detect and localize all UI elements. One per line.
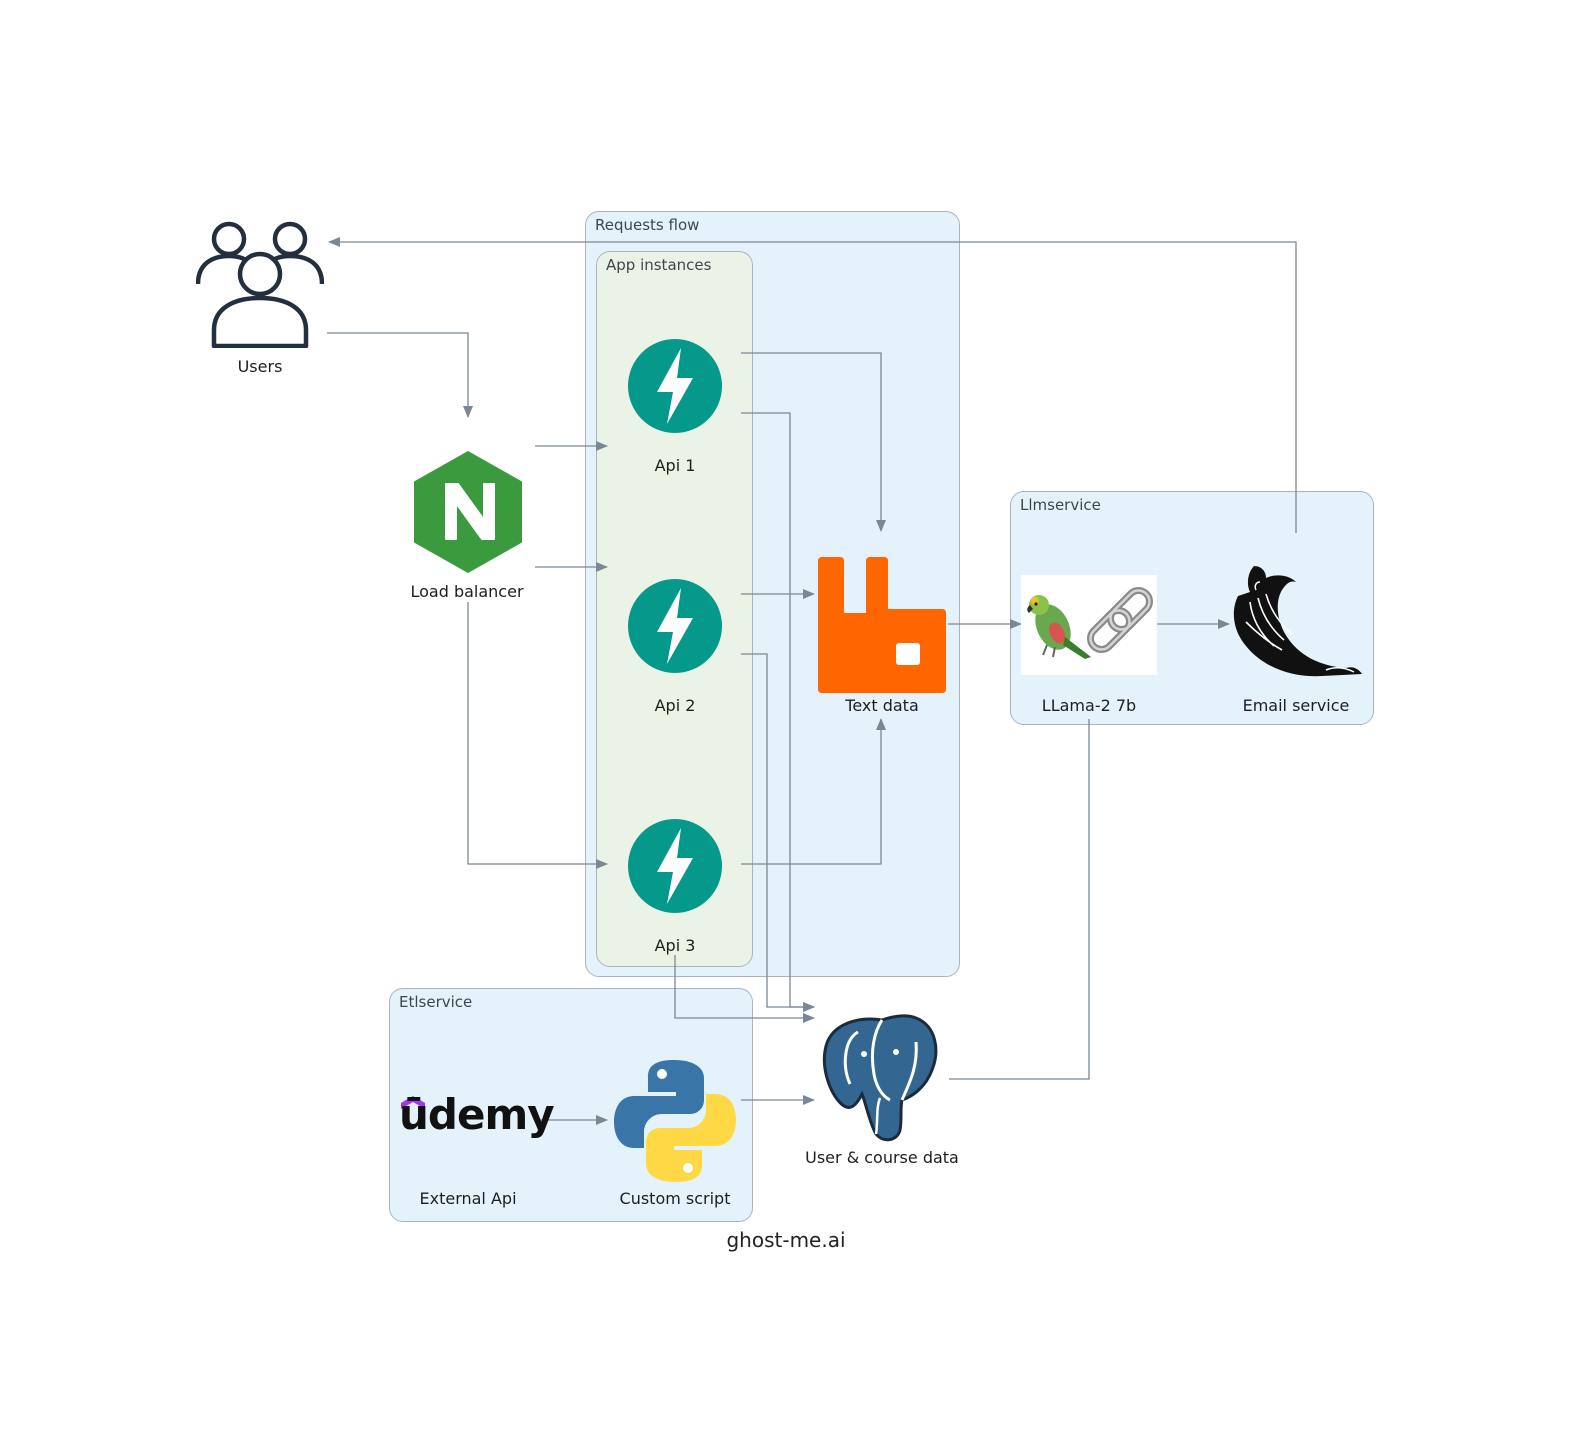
python-icon xyxy=(614,1060,736,1182)
edge-api1-to-textdata xyxy=(741,352,886,532)
diagram-title: ghost-me.ai xyxy=(726,1228,846,1252)
nginx-icon xyxy=(414,451,522,573)
cluster-label: Etlservice xyxy=(399,993,473,1011)
external-api-label: External Api xyxy=(419,1189,517,1208)
edge-email-to-users xyxy=(328,237,1297,533)
users-label: Users xyxy=(237,357,283,376)
llama-label: LLama-2 7b xyxy=(1041,696,1137,715)
load-balancer-label: Load balancer xyxy=(410,582,524,601)
edge-users-to-lb xyxy=(327,332,473,418)
cluster-label: Requests flow xyxy=(595,216,700,234)
flask-icon xyxy=(1233,566,1362,677)
udemy-logo-text: ūdemy xyxy=(399,1090,555,1139)
text-data-label: Text data xyxy=(845,696,919,715)
postgresql-icon xyxy=(822,1014,938,1142)
user-course-data-label: User & course data xyxy=(805,1148,959,1167)
fastapi-icon xyxy=(628,819,722,913)
edge-lb-to-api3 xyxy=(467,602,608,869)
api1-label: Api 1 xyxy=(654,456,696,475)
edge-api2-to-db xyxy=(741,653,815,1012)
fastapi-icon xyxy=(628,339,722,433)
rabbitmq-icon xyxy=(818,557,946,693)
api3-label: Api 3 xyxy=(654,936,696,955)
email-label: Email service xyxy=(1242,696,1350,715)
api2-label: Api 2 xyxy=(654,696,696,715)
cluster-label: App instances xyxy=(606,256,712,274)
edge-api3-to-textdata xyxy=(741,718,886,865)
custom-script-label: Custom script xyxy=(619,1189,731,1208)
edge-api1-to-db xyxy=(741,412,815,1012)
langchain-icon xyxy=(1021,575,1157,675)
edge-db-to-llama xyxy=(949,719,1090,1080)
cluster-label: Llmservice xyxy=(1020,496,1101,514)
users-icon xyxy=(196,221,324,348)
fastapi-icon xyxy=(628,579,722,673)
udemy-icon: ūdemy xyxy=(399,1090,555,1150)
edge-api3-to-db xyxy=(674,955,815,1023)
